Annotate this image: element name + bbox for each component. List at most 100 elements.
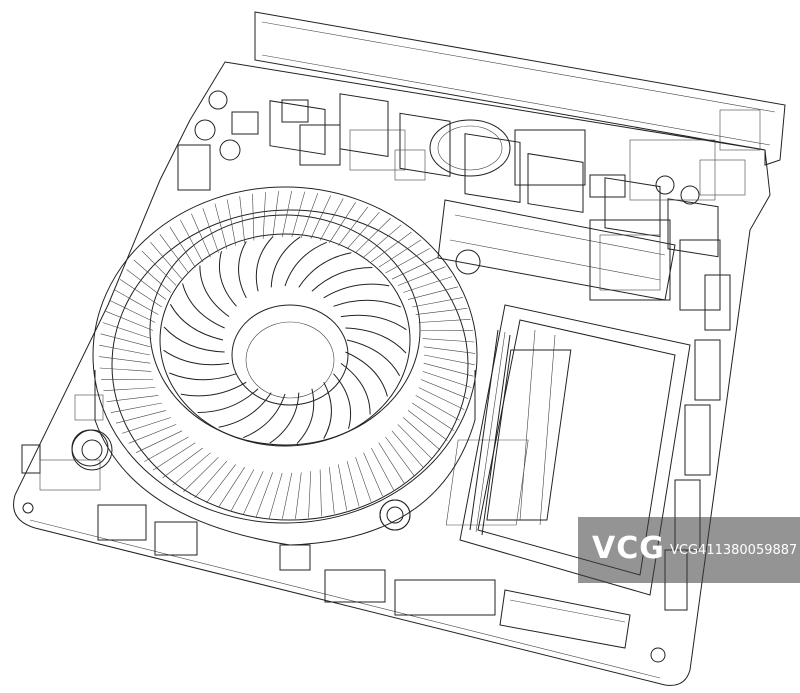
fan-fin	[423, 362, 474, 377]
fan-fin	[214, 203, 228, 249]
fan-fin	[371, 231, 412, 263]
fan-fin	[329, 202, 356, 243]
components-top-right	[514, 129, 746, 205]
fan-blade	[284, 241, 327, 287]
fan-blade	[333, 373, 352, 429]
fan-fin	[403, 417, 441, 451]
fan-fin	[100, 333, 151, 348]
fan-fin	[144, 436, 189, 462]
fan-fin	[385, 436, 415, 476]
io-shield	[254, 11, 786, 166]
fan-fin	[346, 461, 360, 507]
fan-fin	[262, 192, 266, 239]
fan-fin	[391, 430, 424, 468]
fan-fin	[310, 195, 331, 239]
fan-fin	[397, 424, 433, 460]
fan-fin	[268, 472, 283, 519]
fan-fin	[338, 206, 369, 246]
fan-fin	[252, 193, 255, 241]
fan-fin	[150, 242, 183, 280]
fan-fin	[119, 279, 162, 308]
fan-blade	[345, 327, 407, 354]
fan-blade	[163, 326, 225, 353]
fan-fin	[230, 469, 255, 512]
fan-fin	[363, 452, 383, 497]
fan-fin	[272, 191, 279, 238]
fan-fin	[412, 297, 464, 308]
blower-fan	[92, 186, 478, 546]
fan-fin	[329, 467, 335, 514]
fan-fin	[194, 460, 228, 498]
fan-fin	[407, 286, 459, 300]
fan-blade	[340, 314, 407, 331]
fan-blade	[345, 351, 388, 397]
fan-fin	[407, 410, 448, 441]
fan-blade	[296, 388, 315, 444]
fan-blade	[199, 265, 230, 318]
fan-fin	[105, 311, 154, 331]
bottom-connectors	[97, 504, 631, 649]
fan-fin	[243, 471, 264, 515]
fan-blade	[255, 236, 274, 292]
fan-fin	[255, 472, 273, 517]
fan-blade	[333, 299, 401, 308]
fan-blade	[163, 349, 230, 366]
fan-blade	[218, 392, 272, 428]
fan-fin	[128, 424, 177, 444]
watermark-text: VCG41138005988​7	[670, 543, 798, 558]
watermark-logo: VCG	[592, 531, 665, 566]
fan-fin	[109, 300, 156, 323]
fan-fin	[371, 447, 394, 491]
fan-fin	[295, 472, 302, 519]
fan-fin	[226, 199, 236, 246]
fan-blade	[243, 393, 286, 439]
fan-blade	[197, 388, 259, 413]
pcb-board	[13, 61, 771, 686]
fan-fin	[152, 442, 196, 471]
mounting-screws	[71, 429, 411, 531]
fan-blade	[169, 372, 237, 381]
fan-fin	[102, 322, 152, 339]
fan-fin	[106, 395, 159, 402]
fan-fin	[205, 464, 236, 504]
fan-fin	[121, 417, 171, 434]
fan-blade	[346, 339, 401, 376]
fan-fin	[114, 289, 159, 315]
fan-blade	[311, 267, 373, 292]
fan-fin	[99, 344, 151, 356]
fan-fin	[172, 452, 211, 486]
fan-fin	[420, 379, 469, 399]
fan-fins	[98, 191, 476, 519]
fan-fin	[415, 308, 468, 315]
fan-fin	[110, 402, 162, 413]
watermark-banner: VCG VCG41138005988​7	[578, 517, 800, 583]
fan-fin	[135, 430, 183, 453]
fan-blade	[340, 362, 371, 415]
fan-blade	[269, 392, 300, 444]
left-components	[21, 394, 666, 663]
fan-fin	[418, 319, 471, 323]
fan-fin	[191, 213, 211, 258]
fan-blade	[270, 236, 301, 288]
fan-fin	[159, 234, 189, 274]
fan-fin	[385, 248, 430, 274]
fan-fin	[412, 402, 455, 431]
fan-fin	[338, 464, 348, 511]
fan-fin	[378, 442, 405, 484]
fan-fin	[355, 457, 372, 502]
fan-fin	[98, 356, 151, 364]
fan-fin	[418, 387, 465, 410]
m2-slot	[437, 199, 676, 301]
fan-blade	[182, 283, 225, 329]
fan-fin	[133, 259, 171, 293]
fan-fin	[422, 338, 475, 343]
fan-fin	[363, 224, 402, 258]
fan-fin	[183, 456, 219, 493]
fan-blade	[238, 241, 247, 299]
fan-blades	[163, 236, 407, 444]
fan-blade	[218, 251, 237, 307]
fan-blade	[180, 381, 247, 397]
fan-fin	[103, 387, 156, 391]
